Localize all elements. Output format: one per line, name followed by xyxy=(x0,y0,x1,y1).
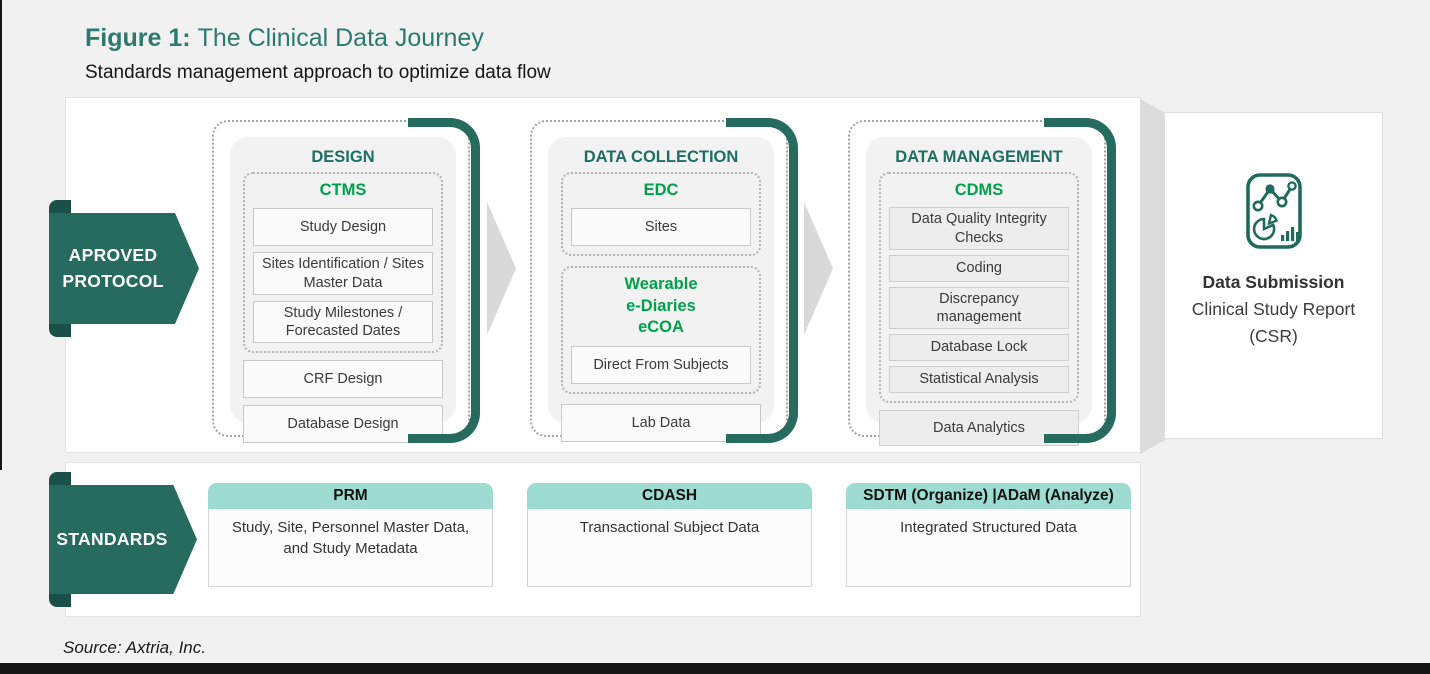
approved-protocol-label: APROVED PROTOCOL xyxy=(49,213,199,324)
ctms-group: CTMS Study Design Sites Identification /… xyxy=(243,172,443,353)
submission-csr: (CSR) xyxy=(1249,326,1298,347)
left-border xyxy=(0,0,2,470)
data-management-panel-body: DATA MANAGEMENT CDMS Data Quality Integr… xyxy=(866,137,1092,446)
panel-title: DATA COLLECTION xyxy=(583,148,739,166)
design-panel-body: DESIGN CTMS Study Design Sites Identific… xyxy=(230,137,456,443)
figure-subtitle: Standards management approach to optimiz… xyxy=(85,62,551,83)
wearable-ecoa-group: Wearable e-Diaries eCOA Direct From Subj… xyxy=(561,266,761,394)
pipeline-item: Database Lock xyxy=(889,333,1069,361)
figure-name: The Clinical Data Journey xyxy=(197,24,484,52)
standards-card-sdtm-adam: SDTM (Organize) |ADaM (Analyze) Integrat… xyxy=(846,483,1131,587)
card-body: Integrated Structured Data xyxy=(846,509,1131,587)
bottom-border xyxy=(0,663,1430,674)
pipeline-item: Study Milestones / Forecasted Dates xyxy=(253,300,433,343)
standards-label: STANDARDS xyxy=(49,485,197,594)
cdms-group: CDMS Data Quality Integrity Checks Codin… xyxy=(879,172,1079,403)
card-body: Study, Site, Personnel Master Data, and … xyxy=(208,509,493,587)
system-label: CTMS xyxy=(319,181,367,199)
card-body: Transactional Subject Data xyxy=(527,509,812,587)
data-submission-card: Data Submission Clinical Study Report (C… xyxy=(1164,112,1383,439)
panel-title: DATA MANAGEMENT xyxy=(895,148,1063,166)
submission-title: Data Submission xyxy=(1202,272,1345,292)
pipeline-item: Lab Data xyxy=(561,403,761,442)
pipeline-item: Statistical Analysis xyxy=(889,365,1069,393)
pipeline-item: Sites Identification / Sites Master Data xyxy=(253,252,433,295)
page-edge-shadow xyxy=(1140,99,1166,454)
pipeline-item: Coding xyxy=(889,254,1069,282)
panel-title: DESIGN xyxy=(311,148,375,166)
system-label: CDMS xyxy=(954,181,1004,199)
system-label: Wearable e-Diaries eCOA xyxy=(624,275,698,337)
data-collection-panel-body: DATA COLLECTION EDC Sites Wearable e-Dia… xyxy=(548,137,774,442)
source-note: Source: Axtria, Inc. xyxy=(63,638,206,657)
figure-number: Figure 1: xyxy=(85,24,191,52)
card-header: PRM xyxy=(208,483,493,509)
pipeline-item: Study Design xyxy=(253,208,433,247)
submission-text: Data Submission Clinical Study Report (C… xyxy=(1192,269,1355,350)
pipeline-item: Data Analytics xyxy=(879,409,1079,446)
pipeline-item: Direct From Subjects xyxy=(571,345,751,384)
data-collection-panel: DATA COLLECTION EDC Sites Wearable e-Dia… xyxy=(530,118,798,443)
data-management-panel: DATA MANAGEMENT CDMS Data Quality Integr… xyxy=(848,118,1116,446)
card-header: CDASH xyxy=(527,483,812,509)
figure-title: Figure 1:The Clinical Data Journey xyxy=(85,24,484,53)
pipeline-item: Data Quality Integrity Checks xyxy=(889,207,1069,250)
report-charts-icon xyxy=(1245,173,1302,249)
approved-protocol-ribbon: APROVED PROTOCOL xyxy=(49,200,199,337)
card-header: SDTM (Organize) |ADaM (Analyze) xyxy=(846,483,1131,509)
pipeline-item: Sites xyxy=(571,208,751,247)
edc-group: EDC Sites xyxy=(561,172,761,257)
pipeline-item: Database Design xyxy=(243,404,443,443)
system-label: EDC xyxy=(643,181,679,199)
submission-subtitle: Clinical Study Report xyxy=(1191,299,1356,320)
pipeline-item: CRF Design xyxy=(243,359,443,398)
pipeline-item: Discrepancy management xyxy=(889,286,1069,329)
standards-card-cdash: CDASH Transactional Subject Data xyxy=(527,483,812,587)
standards-ribbon: STANDARDS xyxy=(49,472,197,607)
design-panel: DESIGN CTMS Study Design Sites Identific… xyxy=(212,118,480,443)
standards-card-prm: PRM Study, Site, Personnel Master Data, … xyxy=(208,483,493,587)
